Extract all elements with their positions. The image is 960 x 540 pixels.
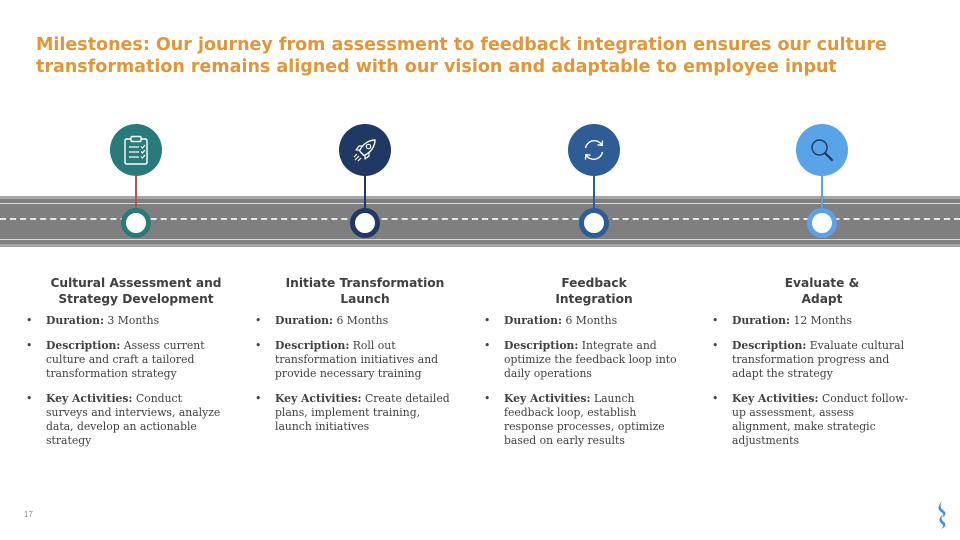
milestone-title-line: Initiate Transformation xyxy=(285,276,445,290)
key-activities-item: Key Activities: Conduct surveys and inte… xyxy=(24,392,224,448)
milestone-title: Feedback Integration xyxy=(494,275,694,307)
milestone-title-line: Adapt xyxy=(801,292,843,306)
key-activities-item: Key Activities: Conduct follow-up assess… xyxy=(710,392,910,448)
milestone-connector xyxy=(593,176,595,210)
refresh-cycle-icon xyxy=(584,140,604,160)
page-number: 17 xyxy=(24,510,33,519)
milestone-icon-circle xyxy=(339,124,391,176)
milestone-icon-circle xyxy=(110,124,162,176)
key-activities-item: Key Activities: Launch feedback loop, es… xyxy=(482,392,682,448)
milestone-title-line: Evaluate & xyxy=(784,276,860,290)
page-title: Milestones: Our journey from assessment … xyxy=(36,35,887,77)
road-center-dash xyxy=(0,218,960,220)
description-item: Description: Assess current culture and … xyxy=(24,339,224,381)
milestone-details-list: Duration: 3 Months Description: Assess c… xyxy=(24,314,224,459)
milestone-title: Initiate Transformation Launch xyxy=(265,275,465,307)
milestone-details-list: Duration: 12 Months Description: Evaluat… xyxy=(710,314,910,459)
milestone-initiate-transformation: Initiate Transformation Launch Duration:… xyxy=(255,124,465,504)
milestone-connector xyxy=(364,176,366,210)
milestone-icon-circle xyxy=(796,124,848,176)
milestone-title-line: Cultural Assessment and xyxy=(50,276,222,290)
road-edge-line-bottom xyxy=(0,239,960,240)
rocket-icon xyxy=(353,139,376,162)
milestone-connector xyxy=(135,176,137,210)
milestone-title-line: Integration xyxy=(555,292,633,306)
milestone-connector xyxy=(821,176,823,210)
milestone-title-line: Feedback xyxy=(561,276,627,290)
milestone-title-line: Strategy Development xyxy=(58,292,214,306)
timeline-node xyxy=(807,208,837,238)
duration-item: Duration: 12 Months xyxy=(710,314,910,328)
road-edge-line-top xyxy=(0,203,960,204)
milestone-evaluate-adapt: Evaluate & Adapt Duration: 12 Months Des… xyxy=(712,124,922,504)
key-activities-item: Key Activities: Create detailed plans, i… xyxy=(253,392,453,434)
timeline-node xyxy=(579,208,609,238)
road-timeline xyxy=(0,196,960,247)
brand-logo-icon xyxy=(938,501,946,529)
milestone-cultural-assessment: Cultural Assessment and Strategy Develop… xyxy=(26,124,236,504)
milestone-feedback-integration: Feedback Integration Duration: 6 Months … xyxy=(484,124,694,504)
duration-item: Duration: 3 Months xyxy=(24,314,224,328)
magnifier-icon xyxy=(811,139,834,162)
duration-item: Duration: 6 Months xyxy=(253,314,453,328)
milestone-details-list: Duration: 6 Months Description: Integrat… xyxy=(482,314,682,459)
milestone-title-line: Launch xyxy=(340,292,390,306)
description-item: Description: Evaluate cultural transform… xyxy=(710,339,910,381)
timeline-node xyxy=(350,208,380,238)
clipboard-checklist-icon xyxy=(124,135,148,165)
milestone-details-list: Duration: 6 Months Description: Roll out… xyxy=(253,314,453,445)
description-item: Description: Integrate and optimize the … xyxy=(482,339,682,381)
duration-item: Duration: 6 Months xyxy=(482,314,682,328)
milestone-title: Cultural Assessment and Strategy Develop… xyxy=(36,275,236,307)
milestone-icon-circle xyxy=(568,124,620,176)
milestone-title: Evaluate & Adapt xyxy=(722,275,922,307)
description-item: Description: Roll out transformation ini… xyxy=(253,339,453,381)
timeline-node xyxy=(121,208,151,238)
